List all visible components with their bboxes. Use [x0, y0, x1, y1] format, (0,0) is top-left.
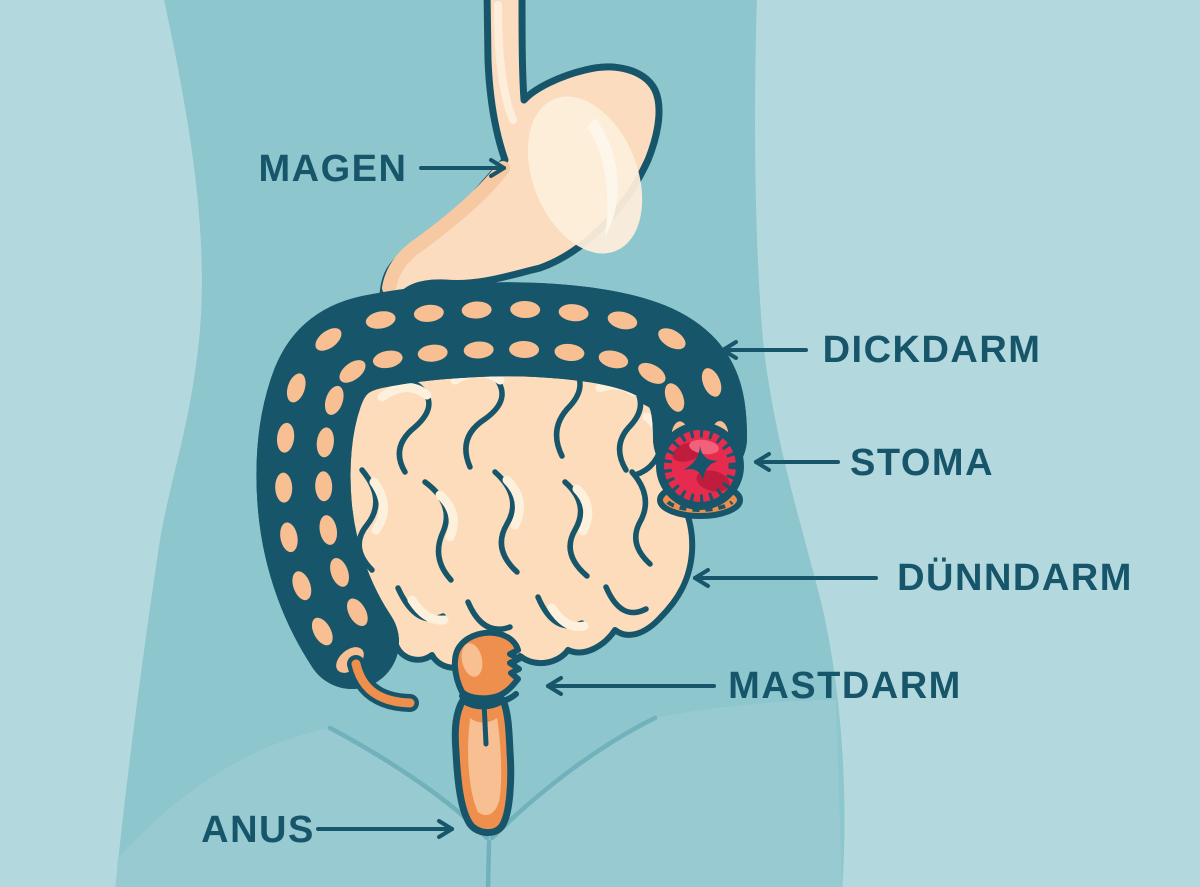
stoma-stitch-arc: [666, 500, 734, 512]
anus-arrow: [316, 819, 454, 839]
colon-segment-marks: [263, 288, 739, 646]
stoma-arrow: [754, 452, 840, 472]
stoma-illustration: [656, 422, 744, 519]
rectum-center-line: [481, 699, 489, 747]
stoma-shade-2: [696, 470, 730, 492]
label-dickdarm: DICKDARM: [822, 329, 1042, 371]
label-stoma: STOMA: [849, 442, 995, 484]
dickdarm-arrow: [721, 340, 808, 360]
legs-silhouette: [115, 700, 842, 887]
rectum-illustration: [451, 629, 522, 836]
large-intestine: [263, 288, 747, 712]
stoma-serration: [662, 428, 738, 504]
rectum-upper-highlight: [461, 643, 483, 677]
label-mastdarm: MASTDARM: [728, 665, 962, 707]
label-magen: MAGEN: [258, 148, 408, 190]
stomach-illustration: [379, 0, 663, 305]
label-duenndarm: DÜNNDARM: [897, 557, 1133, 599]
label-arrows: [316, 158, 878, 839]
stoma-center-slit: [683, 446, 718, 481]
stomach-shine: [587, 118, 618, 237]
duenndarm-arrow: [693, 568, 878, 588]
stomach-shading: [382, 161, 510, 295]
esophagus-highlight: [494, 1, 517, 124]
stoma-shine: [689, 439, 719, 455]
magen-arrow: [419, 158, 506, 178]
label-anus: ANUS: [201, 809, 315, 851]
appendix: [347, 655, 419, 712]
mastdarm-arrow: [546, 676, 716, 696]
rectum-inner-highlight: [468, 718, 502, 816]
